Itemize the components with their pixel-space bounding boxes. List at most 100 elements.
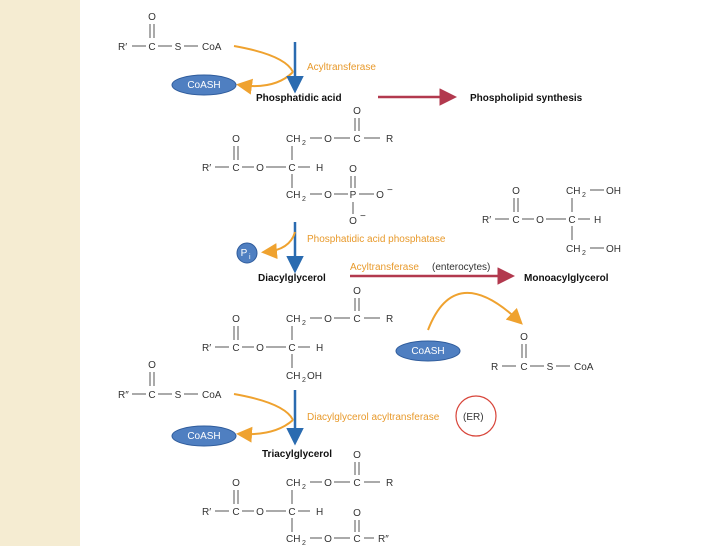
monoacylglycerol-label: Monoacylglycerol	[524, 273, 609, 284]
enzyme-pa-phosphatase: Phosphatidic acid phosphatase	[307, 234, 446, 245]
coash-label-3: CoASH	[187, 431, 220, 442]
svg-text:O: O	[353, 508, 361, 519]
svg-text:C: C	[512, 215, 519, 226]
svg-text:2: 2	[302, 377, 306, 384]
coash-pill	[171, 74, 237, 96]
decorative-sidebar	[0, 0, 80, 546]
coash-release-arrow	[236, 71, 294, 95]
svg-text:H: H	[316, 507, 323, 518]
svg-text:CH: CH	[286, 534, 300, 545]
svg-text:O: O	[256, 343, 264, 354]
svg-text:R: R	[491, 362, 498, 373]
svg-text:C: C	[353, 534, 360, 545]
svg-text:O: O	[349, 216, 357, 227]
svg-text:R′: R′	[202, 507, 211, 518]
enzyme-acyltransferase: Acyltransferase	[307, 62, 376, 73]
svg-text:R′: R′	[202, 343, 211, 354]
svg-text:O: O	[148, 12, 156, 23]
svg-text:S: S	[547, 362, 554, 373]
svg-text:O: O	[353, 286, 361, 297]
coash-pill-3	[171, 425, 237, 447]
svg-text:2: 2	[302, 140, 306, 147]
svg-text:O: O	[520, 332, 528, 343]
svg-text:CH: CH	[286, 478, 300, 489]
diacylglycerol-label: Diacylglycerol	[258, 273, 326, 284]
svg-text:CH: CH	[286, 371, 300, 382]
svg-text:CoA: CoA	[574, 362, 594, 373]
svg-text:H: H	[316, 343, 323, 354]
svg-text:2: 2	[302, 484, 306, 491]
pi-label: P	[241, 248, 248, 259]
svg-text:C: C	[232, 343, 239, 354]
svg-text:O: O	[512, 186, 520, 197]
svg-text:OH: OH	[307, 371, 322, 382]
svg-text:CH: CH	[566, 244, 580, 255]
pi-badge	[236, 242, 258, 264]
phosphate-release-arrow	[261, 231, 296, 260]
svg-text:OH: OH	[606, 186, 621, 197]
svg-text:O: O	[353, 106, 361, 117]
svg-text:R: R	[386, 478, 393, 489]
enzyme-dgat: Diacylglycerol acyltransferase	[307, 412, 440, 423]
svg-text:CH: CH	[566, 186, 580, 197]
coash-pill-2	[395, 340, 461, 362]
svg-text:O: O	[353, 450, 361, 461]
svg-text:O: O	[349, 164, 357, 175]
phosphatidic-acid-label: Phosphatidic acid	[256, 93, 342, 104]
svg-text:i: i	[249, 254, 251, 261]
er-highlight-circle	[455, 395, 497, 437]
svg-text:O: O	[324, 478, 332, 489]
svg-text:H: H	[594, 215, 601, 226]
svg-text:C: C	[148, 42, 155, 53]
svg-text:O: O	[376, 190, 384, 201]
svg-text:2: 2	[302, 540, 306, 546]
svg-text:R″: R″	[118, 390, 129, 401]
acyl-coa-right: O R C S CoA	[491, 332, 594, 373]
acyl-transfer-arrow-2	[233, 393, 294, 421]
svg-text:CoA: CoA	[202, 42, 222, 53]
svg-text:O: O	[324, 134, 332, 145]
svg-text:R′: R′	[202, 163, 211, 174]
svg-text:R′: R′	[482, 215, 491, 226]
svg-text:O: O	[232, 478, 240, 489]
svg-text:C: C	[353, 314, 360, 325]
svg-text:O: O	[324, 314, 332, 325]
svg-text:CH: CH	[286, 134, 300, 145]
svg-text:R: R	[386, 134, 393, 145]
enterocytes-label: (enterocytes)	[432, 262, 490, 273]
enzyme-acyltransferase-2: Acyltransferase	[350, 262, 419, 273]
svg-text:C: C	[353, 134, 360, 145]
svg-text:C: C	[288, 163, 295, 174]
svg-text:R″: R″	[378, 534, 389, 545]
svg-text:OH: OH	[606, 244, 621, 255]
svg-text:S: S	[175, 42, 182, 53]
svg-text:C: C	[568, 215, 575, 226]
svg-text:C: C	[232, 163, 239, 174]
svg-text:O: O	[148, 360, 156, 371]
acyl-release-arrow	[427, 292, 523, 331]
svg-text:2: 2	[582, 192, 586, 199]
acyl-transfer-arrow	[233, 45, 294, 73]
svg-text:C: C	[520, 362, 527, 373]
acyl-coa-bottom: O R″ C S CoA	[118, 360, 222, 401]
svg-text:CoA: CoA	[202, 390, 222, 401]
svg-text:O: O	[324, 534, 332, 545]
svg-text:2: 2	[302, 320, 306, 327]
triacylglycerol-label: Triacylglycerol	[262, 449, 332, 460]
svg-text:O: O	[256, 507, 264, 518]
svg-text:H: H	[316, 163, 323, 174]
acyl-coa-top: O R′ C S CoA	[118, 12, 222, 53]
svg-text:P: P	[350, 190, 357, 201]
svg-text:C: C	[288, 343, 295, 354]
svg-text:CH: CH	[286, 314, 300, 325]
svg-text:O: O	[536, 215, 544, 226]
svg-text:R′: R′	[118, 42, 127, 53]
svg-text:2: 2	[582, 250, 586, 257]
svg-text:S: S	[175, 390, 182, 401]
phospholipid-synthesis-label: Phospholipid synthesis	[470, 93, 583, 104]
coash-release-arrow-3	[236, 419, 294, 443]
